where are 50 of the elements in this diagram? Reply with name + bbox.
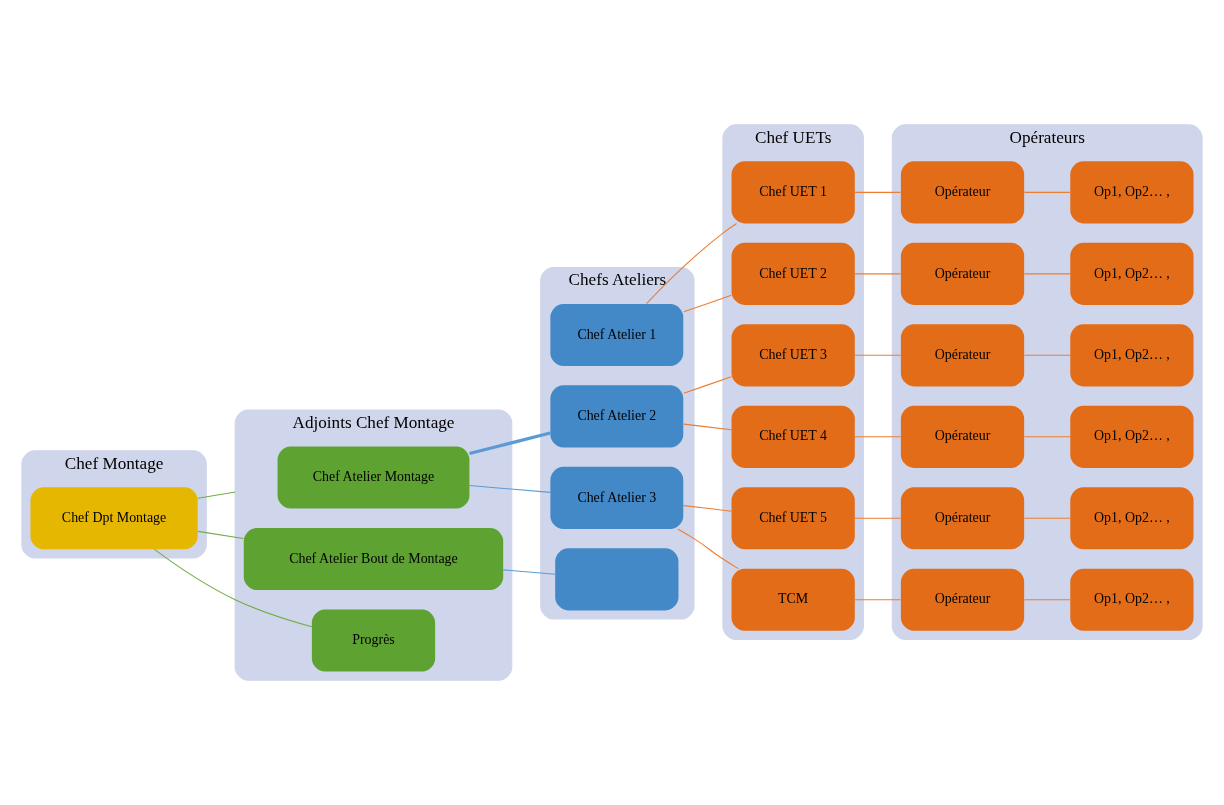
connector [683,423,732,431]
node-box: Opérateur [900,242,1025,305]
node-box: Op1, Op2… , [1070,487,1194,550]
node-box: Chef UET 2 [731,242,855,305]
node-box: Chef UET 4 [731,405,855,468]
connector [502,569,556,575]
node-box: Opérateur [900,487,1025,550]
connector [197,491,236,499]
node-box: Op1, Op2… , [1070,324,1194,387]
node-box: Chef Dpt Montage [30,487,198,550]
connector [854,436,902,438]
connector [1023,517,1071,519]
connector [1023,191,1071,193]
connector [683,294,732,313]
connector [153,548,313,628]
node-box: Opérateur [900,568,1025,631]
connector [469,431,551,456]
connector [1023,436,1071,438]
connector [854,354,902,356]
connector [1023,273,1071,275]
connector [1023,354,1071,356]
node-box: Opérateur [900,405,1025,468]
node-box: Opérateur [900,161,1025,224]
node-box: Chef Atelier Bout de Montage [243,527,504,591]
connector [683,505,732,512]
connector [469,485,551,493]
connector [854,517,902,519]
connector [677,528,739,570]
node-box: Chef UET 1 [731,161,855,224]
connector [854,599,902,601]
node-box: Progrès [311,609,436,672]
node-box: Op1, Op2… , [1070,568,1194,631]
node-box: TCM [731,568,855,631]
node-box [555,548,679,611]
connector [854,191,902,193]
connector [683,376,732,394]
connector [854,273,902,275]
node-box: Chef Atelier 3 [550,466,684,529]
connector [1023,599,1071,601]
node-box: Chef Atelier 2 [550,385,684,448]
node-box: Chef Atelier Montage [277,446,470,509]
connector [645,222,738,305]
connector [197,530,244,540]
node-box: Opérateur [900,324,1025,387]
node-box: Chef Atelier 1 [550,303,684,367]
node-box: Op1, Op2… , [1070,405,1194,468]
node-box: Op1, Op2… , [1070,161,1194,224]
node-box: Chef UET 3 [731,324,855,387]
node-box: Chef UET 5 [731,487,855,550]
node-box: Op1, Op2… , [1070,242,1194,305]
